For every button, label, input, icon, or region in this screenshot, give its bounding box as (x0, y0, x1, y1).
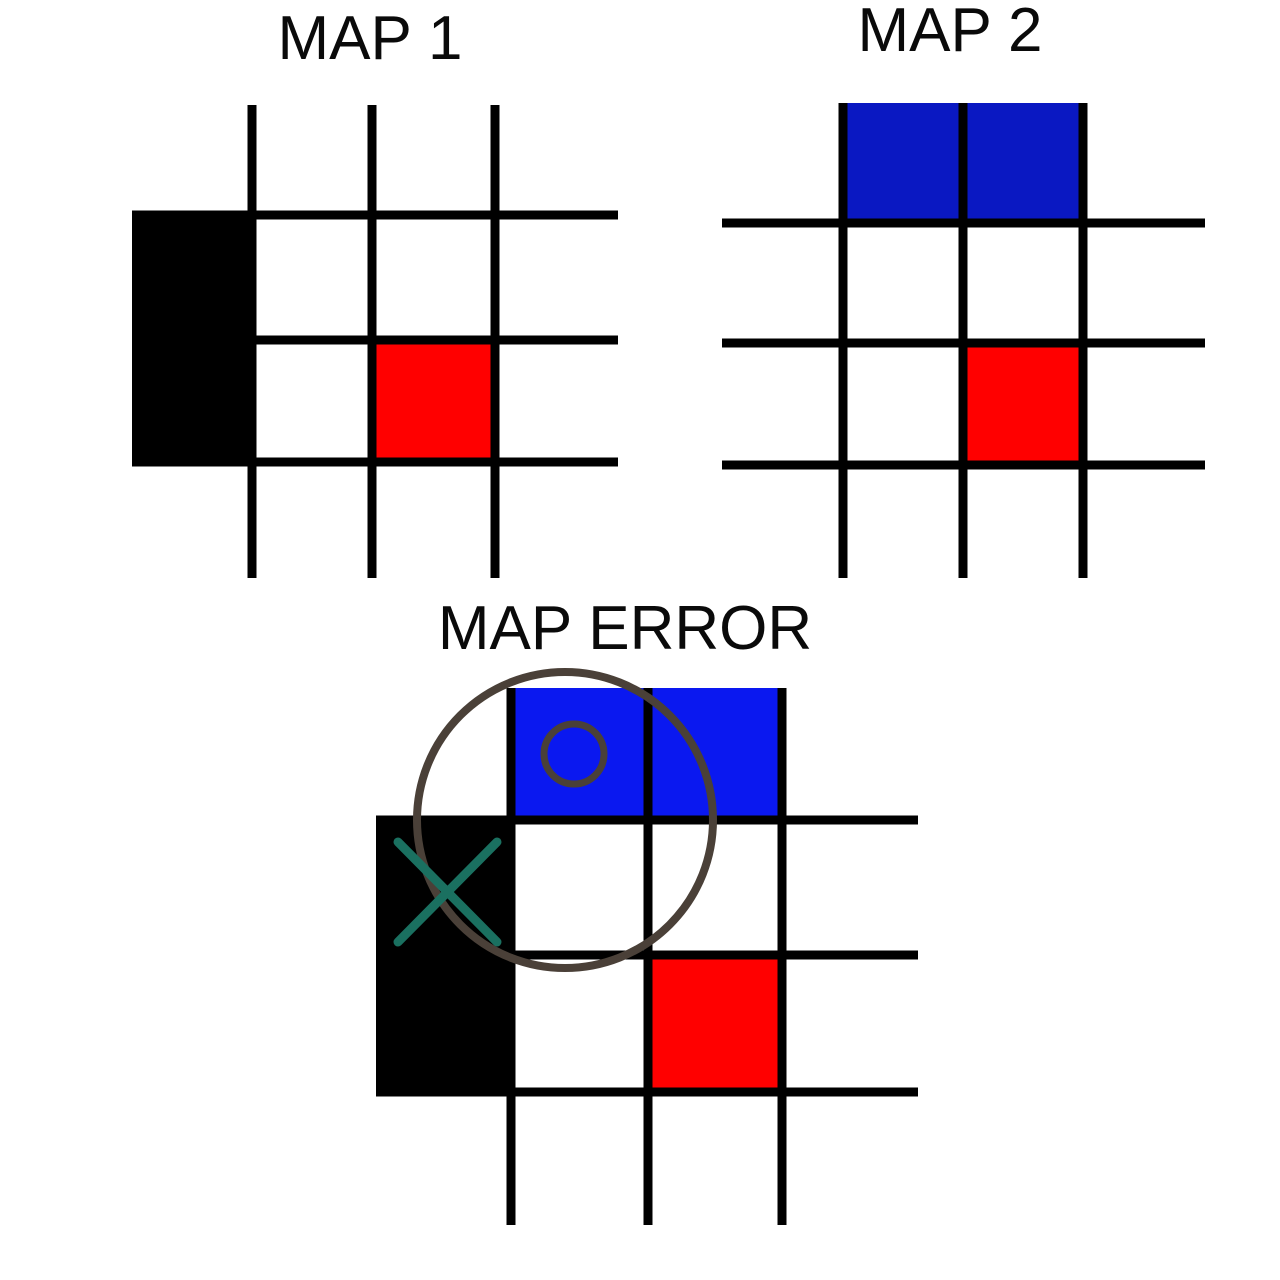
cell-goal-cell (963, 344, 1083, 465)
panel-map1 (132, 105, 618, 578)
panel-map2 (722, 103, 1205, 578)
cell-feature-cell-left (843, 103, 963, 223)
panel-title-map-error: MAP ERROR (437, 594, 813, 663)
panel-title-map2: MAP 2 (857, 0, 1043, 65)
cell-feature-cell-right (963, 103, 1083, 223)
annotation-obstacle-removed-cross (393, 837, 502, 947)
grid-lines (722, 103, 1205, 578)
cross-stroke-b (393, 837, 502, 947)
cell-obstacle-block-overlay (132, 215, 253, 463)
cell-goal-cell (374, 341, 495, 463)
panel-title-map1: MAP 1 (277, 4, 463, 73)
annotation-mismatch-highlight-circle (413, 668, 717, 972)
cell-obstacle-block-overlay (376, 820, 512, 1092)
annotation-feature-marker-circle (540, 720, 608, 788)
cell-goal-cell (648, 956, 782, 1092)
cell-feature-cell-left (511, 688, 648, 820)
panel-map-error (376, 668, 918, 1225)
